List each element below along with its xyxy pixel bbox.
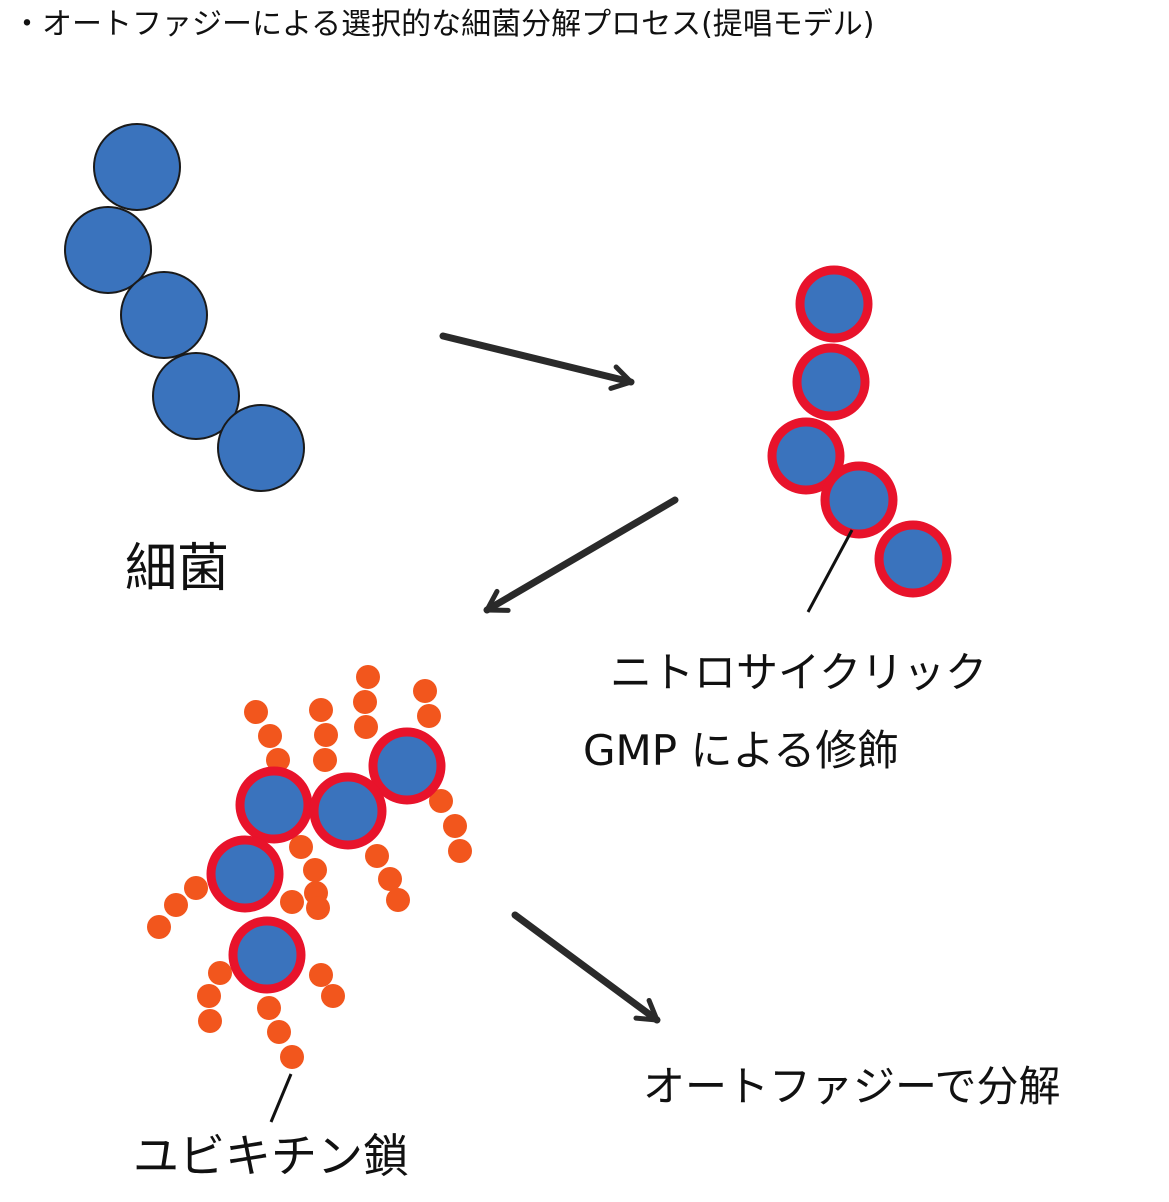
- ubiquitin-unit: [267, 1020, 291, 1044]
- ubiquitin-unit: [386, 888, 410, 912]
- ubiquitin-unit: [164, 893, 188, 917]
- modified-bacterium-cell: [206, 835, 284, 913]
- ubiquitin-unit: [258, 724, 282, 748]
- ubiquitin-chain-label: ユビキチン鎖: [133, 1129, 409, 1183]
- ubiquitin-unit: [208, 961, 232, 985]
- modified-bacteria-chain: [767, 265, 952, 598]
- ubiquitin-unit: [197, 984, 221, 1008]
- ubiquitin-unit: [198, 1009, 222, 1033]
- ubiquitin-unit: [417, 704, 441, 728]
- ubiquitin-unit: [147, 915, 171, 939]
- modified-bacterium-cell: [309, 772, 387, 850]
- bacterium-cell: [93, 123, 181, 211]
- modified-bacterium-cell: [792, 343, 870, 421]
- ubiquitin-unit: [413, 679, 437, 703]
- ubiquitin-unit: [313, 748, 337, 772]
- ubiquitin-unit: [309, 963, 333, 987]
- bacterium-cell: [217, 404, 305, 492]
- bacterium-cell: [64, 206, 152, 294]
- ubiquitinated-bacteria: [206, 727, 446, 994]
- modification-label-line2: GMP による修飾: [583, 726, 900, 775]
- ubiquitin-unit: [303, 858, 327, 882]
- ubiquitin-chains: [147, 665, 472, 1069]
- modified-bacterium-cell: [228, 916, 306, 994]
- bacteria-label: 細菌: [125, 539, 230, 599]
- ubiquitin-unit: [365, 844, 389, 868]
- ubiquitin-unit: [378, 867, 402, 891]
- bacterium-cell: [120, 271, 208, 359]
- autophagy-label: オートファジーで分解: [643, 1062, 1061, 1111]
- ubiquitin-unit: [354, 715, 378, 739]
- modified-bacterium-cell: [235, 766, 313, 844]
- modified-bacterium-cell: [874, 520, 952, 598]
- bacterium-cell: [152, 352, 240, 440]
- ubiquitin-unit: [184, 876, 208, 900]
- ubiquitin-unit: [306, 896, 330, 920]
- modified-bacterium-cell: [767, 417, 845, 495]
- modified-bacterium-cell: [795, 265, 873, 343]
- ubiquitin-unit: [321, 984, 345, 1008]
- ubiquitin-unit: [448, 839, 472, 863]
- ubiquitin-pointer-line: [269, 1073, 293, 1123]
- modification-pointer-line: [806, 529, 854, 613]
- arrow-to-autophagy: [511, 911, 661, 1024]
- ubiquitin-unit: [266, 748, 290, 772]
- modified-bacterium-cell: [368, 727, 446, 805]
- ubiquitin-unit: [289, 835, 313, 859]
- ubiquitin-unit: [280, 890, 304, 914]
- ubiquitin-unit: [309, 698, 333, 722]
- arrow-to-modification: [439, 332, 635, 391]
- arrow-to-ubiquitination: [483, 496, 679, 614]
- ubiquitin-unit: [443, 814, 467, 838]
- ubiquitin-unit: [257, 996, 281, 1020]
- modification-label-line1: ニトロサイクリック: [610, 648, 988, 697]
- ubiquitin-unit: [280, 1045, 304, 1069]
- ubiquitin-unit: [314, 723, 338, 747]
- modified-bacterium-cell: [820, 461, 898, 539]
- ubiquitin-unit: [429, 789, 453, 813]
- bacteria-chain: [64, 123, 305, 492]
- ubiquitin-unit: [356, 665, 380, 689]
- ubiquitin-unit: [353, 690, 377, 714]
- ubiquitin-unit: [244, 700, 268, 724]
- diagram-title: ・オートファジーによる選択的な細菌分解プロセス(提唱モデル): [12, 7, 875, 42]
